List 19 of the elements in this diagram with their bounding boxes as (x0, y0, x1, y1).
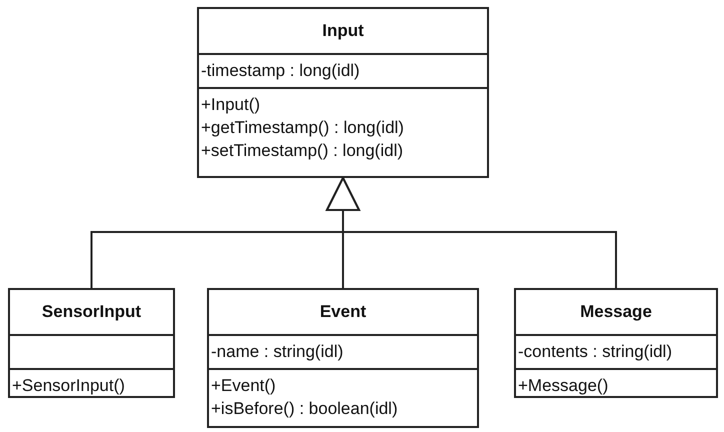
class-member: +isBefore() : boolean(idl) (211, 398, 399, 420)
generalization-arrow (326, 177, 617, 288)
class-name: SensorInput (40, 301, 142, 323)
class-member: +getTimestamp() : long(idl) (201, 117, 405, 139)
class-member: +Input() (201, 94, 262, 116)
class-box (514, 288, 718, 398)
class-name: Message (579, 301, 653, 323)
class-box (197, 7, 489, 178)
class-name: Event (318, 301, 368, 323)
class-member: -contents : string(idl) (518, 341, 673, 363)
class-member: -name : string(idl) (211, 341, 344, 363)
class-member: +Message() (518, 375, 610, 397)
class-box (207, 288, 479, 428)
class-member: +SensorInput() (12, 375, 126, 397)
class-member: +setTimestamp() : long(idl) (201, 140, 404, 162)
class-name: Input (321, 20, 365, 42)
class-member: -timestamp : long(idl) (201, 60, 361, 82)
class-box (8, 288, 175, 398)
class-member: +Event() (211, 375, 277, 397)
